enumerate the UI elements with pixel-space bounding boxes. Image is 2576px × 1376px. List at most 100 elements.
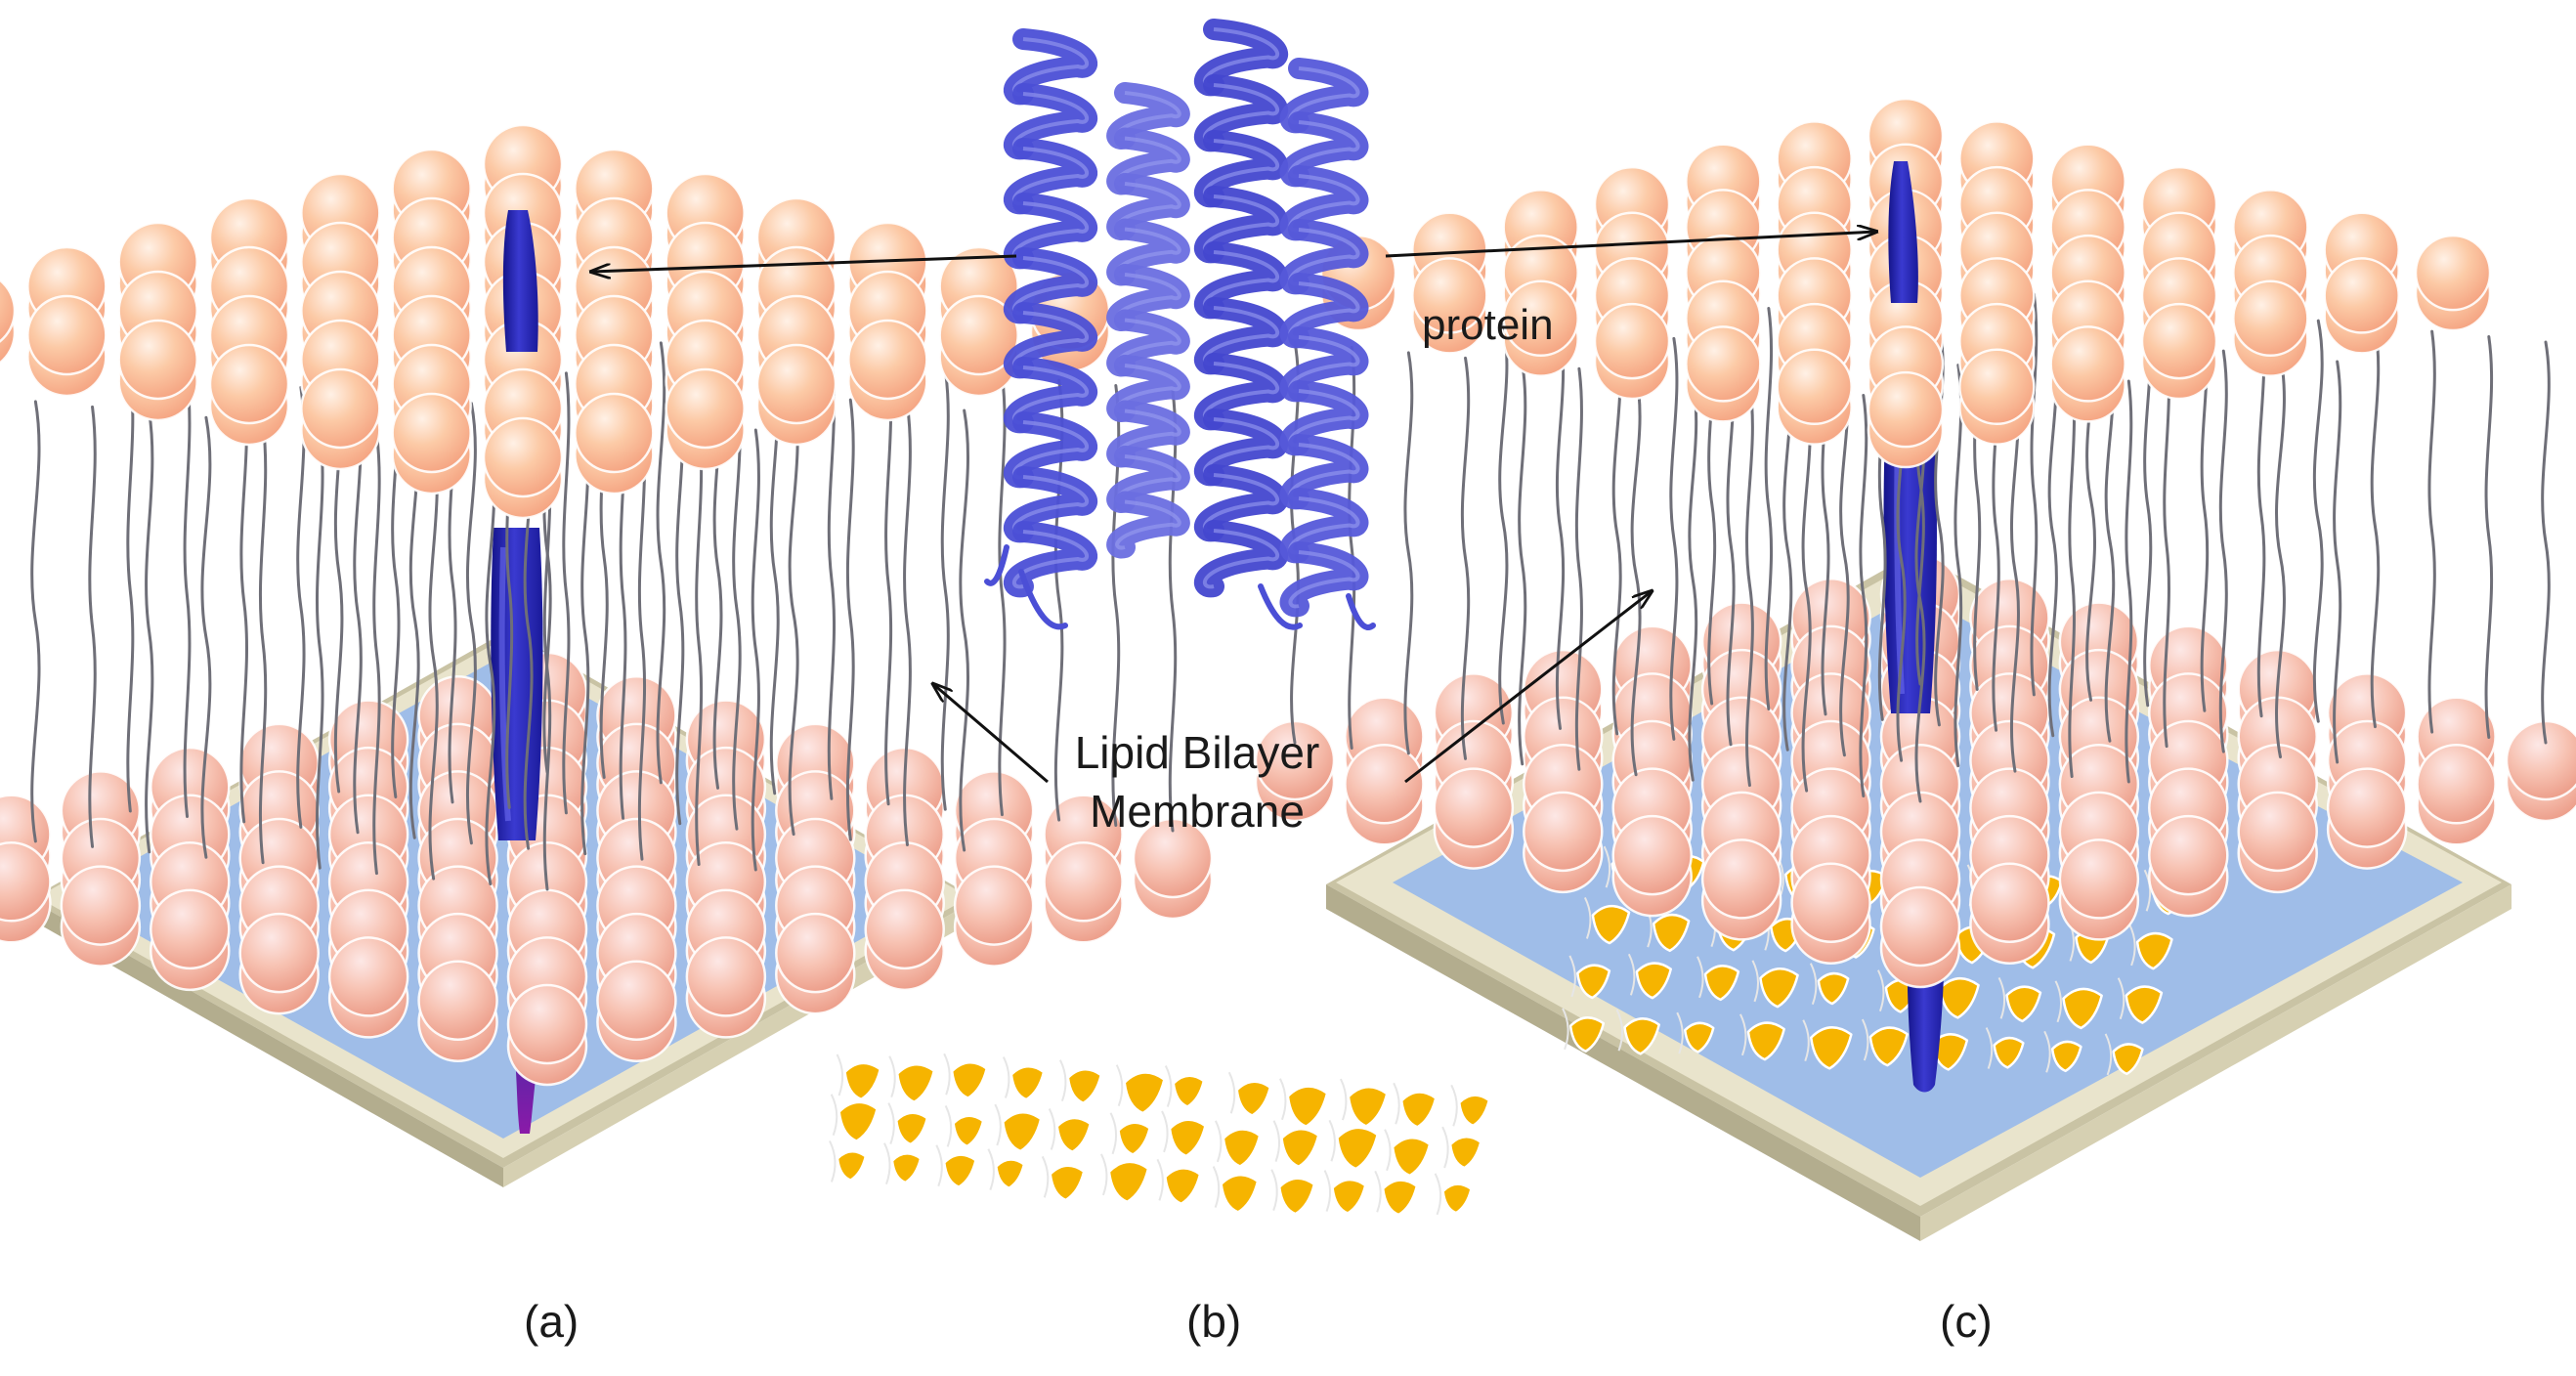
lipid-tail <box>1403 351 1414 755</box>
lipid-tail <box>845 398 855 841</box>
lipid-head-sphere-icon <box>574 392 655 474</box>
lipid-head-sphere-icon <box>482 416 564 498</box>
polymer-segment <box>2112 1043 2144 1076</box>
lipid-tail <box>2333 360 2342 764</box>
lipid-tail <box>788 393 799 837</box>
lipid-tail <box>903 404 912 847</box>
arrow-to-membrane-c <box>1404 591 1652 784</box>
lipid-head-sphere-icon <box>391 392 472 474</box>
lipid-head-sphere-icon <box>26 294 107 376</box>
lipid-tail <box>2541 340 2551 745</box>
lipid-head-sphere-icon <box>1254 719 1336 801</box>
lipid-head-sphere-icon <box>1344 744 1425 825</box>
polymer-segment <box>890 1152 923 1184</box>
lipid-tail <box>562 371 571 815</box>
lipid-head-sphere-icon <box>208 343 290 425</box>
polymer-segment <box>1759 968 1799 1009</box>
lipid-head-sphere-icon <box>938 294 1019 376</box>
lipid-head-sphere-icon <box>1411 257 1488 334</box>
lipid-head-sphere-icon <box>0 841 52 923</box>
polymer-strand <box>1568 955 1576 998</box>
lipid-tail <box>2275 355 2286 759</box>
lipid-head-sphere-icon <box>2148 814 2229 896</box>
polymer-segment <box>1683 1021 1715 1054</box>
lipid-tail <box>1518 362 1527 766</box>
lipid-tail <box>2125 379 2133 784</box>
lipid-tail <box>1801 388 1812 793</box>
polymer-strand <box>944 1104 953 1147</box>
polymer-strand <box>935 1144 943 1187</box>
helix-loop <box>1258 583 1303 630</box>
polymer-strand <box>2117 977 2125 1020</box>
polymer-strand <box>1877 969 1885 1012</box>
polymer-segment <box>1868 1026 1909 1067</box>
lipid-head-sphere-icon <box>864 888 945 970</box>
polymer-strand <box>2104 1033 2113 1076</box>
polymer-segment <box>2050 1040 2082 1073</box>
lipid-tail <box>1953 364 1963 768</box>
polymer-strand <box>1603 845 1611 888</box>
lipid-tail <box>145 410 154 854</box>
polymer-segment <box>1049 1164 1086 1202</box>
lipid-tail <box>30 400 41 843</box>
lipid-head-sphere-icon <box>2505 719 2576 801</box>
polymer-strand <box>1212 1166 1221 1208</box>
polymer-segment <box>2062 987 2103 1030</box>
lipid-tail <box>88 405 97 848</box>
polymer-segment <box>1277 1177 1316 1216</box>
protein-c-top <box>1888 161 1918 303</box>
lipid-head-sphere-icon <box>1502 280 1579 358</box>
polymer-segment <box>1381 1179 1419 1217</box>
arrow-to-membrane-a <box>933 684 1049 784</box>
polymer-segment <box>1441 1182 1473 1215</box>
polymer-segment <box>943 1153 977 1188</box>
polymer-strand <box>830 1094 838 1137</box>
polymer-segment <box>2125 985 2164 1024</box>
polymer-strand <box>1393 1082 1400 1125</box>
polymer-segment <box>1331 1178 1367 1215</box>
lipid-label-line1: Lipid Bilayer <box>1074 727 1320 778</box>
polymer-strand <box>829 1140 837 1182</box>
lipid-tail <box>1688 377 1698 782</box>
lipid-head-sphere-icon <box>685 936 767 1017</box>
helix-loop <box>984 544 1009 586</box>
polymer-strand <box>1374 1170 1382 1213</box>
lipid-head-sphere-icon <box>1523 791 1604 873</box>
lipid-head-sphere-icon <box>1685 325 1762 403</box>
lipid-label-line2: Membrane <box>1090 786 1305 837</box>
lipid-head-sphere-icon <box>0 279 17 343</box>
lipid-tail <box>695 423 704 867</box>
polymer-strand <box>1272 1120 1280 1162</box>
panel-label-b: (b) <box>1186 1296 1242 1347</box>
polymer-segment <box>1002 1111 1043 1153</box>
polymer-strand <box>1450 1084 1458 1127</box>
polymer-segment <box>1280 1127 1320 1168</box>
lipid-tail <box>656 341 666 785</box>
lipid-tail <box>183 374 192 818</box>
polymer-segment <box>1123 1071 1166 1115</box>
lipid-tail <box>200 415 212 859</box>
lipid-tail <box>2370 324 2381 729</box>
polymer-segment <box>1457 1094 1491 1128</box>
polymer-strand <box>994 1103 1002 1146</box>
polymer-strand <box>1164 1065 1173 1107</box>
polymer-strand <box>1861 1018 1869 1061</box>
lipid-head-sphere-icon <box>847 319 928 401</box>
lipid-tail <box>1630 372 1642 777</box>
lipid-head-sphere-icon <box>1700 838 1782 920</box>
lipid-head-sphere-icon <box>1043 841 1124 923</box>
polymer-strand <box>1434 1173 1442 1216</box>
polymer-strand <box>1583 897 1592 939</box>
lipid-tail <box>466 402 477 845</box>
lipid-tail <box>959 408 969 852</box>
polymer-strand <box>1115 1064 1124 1107</box>
lipid-tail <box>2256 314 2266 718</box>
lipid-tail <box>485 443 496 886</box>
polymer-segment <box>952 1114 985 1148</box>
polymer-segment <box>1746 1021 1785 1061</box>
lipid-tail <box>316 426 324 870</box>
lipid-head-sphere-icon <box>327 936 409 1017</box>
polymer-segment <box>1055 1116 1092 1153</box>
polymer-strand <box>1751 960 1759 1003</box>
polymer-strand <box>1441 1126 1449 1169</box>
